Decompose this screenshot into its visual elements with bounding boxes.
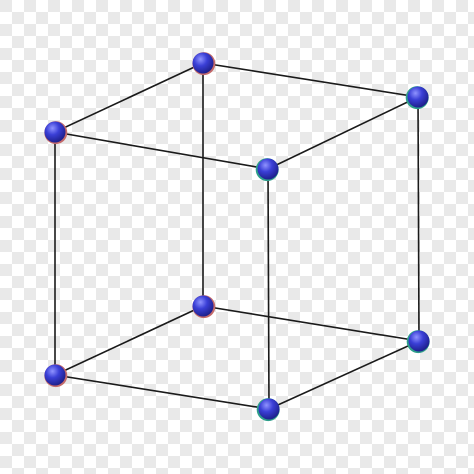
vertex-ball bbox=[192, 295, 214, 317]
vertex-front-bottom-right bbox=[256, 398, 280, 422]
edge-back-top-left-to-back-top-right bbox=[202, 62, 419, 98]
vertex-back-bottom-left bbox=[192, 295, 216, 319]
vertex-ball bbox=[44, 121, 66, 143]
edge-front-top-left-to-back-top-left bbox=[54, 62, 204, 133]
edge-front-bottom-left-to-back-bottom-left bbox=[54, 305, 204, 376]
vertex-back-top-left bbox=[192, 52, 216, 76]
edge-back-bottom-right-to-front-bottom-right bbox=[268, 340, 420, 410]
vertex-ball bbox=[408, 330, 430, 352]
edge-back-top-right-to-back-bottom-right bbox=[417, 96, 420, 342]
vertex-front-bottom-left bbox=[44, 364, 68, 388]
cube-edges bbox=[54, 62, 420, 410]
vertex-ball bbox=[407, 86, 429, 108]
vertex-ball bbox=[258, 398, 280, 420]
vertex-front-top-right bbox=[255, 158, 279, 182]
vertex-ball bbox=[257, 158, 279, 180]
edge-front-bottom-right-to-front-bottom-left bbox=[54, 374, 270, 410]
cube-vertices bbox=[44, 52, 430, 422]
vertex-ball bbox=[192, 52, 214, 74]
vertex-back-top-right bbox=[405, 86, 429, 110]
vertex-front-top-left bbox=[44, 121, 68, 145]
edge-front-top-right-to-front-bottom-right bbox=[267, 168, 270, 410]
edge-back-bottom-left-to-back-bottom-right bbox=[202, 305, 420, 342]
vertex-back-bottom-right bbox=[406, 330, 430, 354]
edge-front-top-right-to-front-top-left bbox=[54, 131, 269, 170]
edge-back-top-right-to-front-top-right bbox=[267, 96, 419, 170]
vertex-ball bbox=[44, 364, 66, 386]
